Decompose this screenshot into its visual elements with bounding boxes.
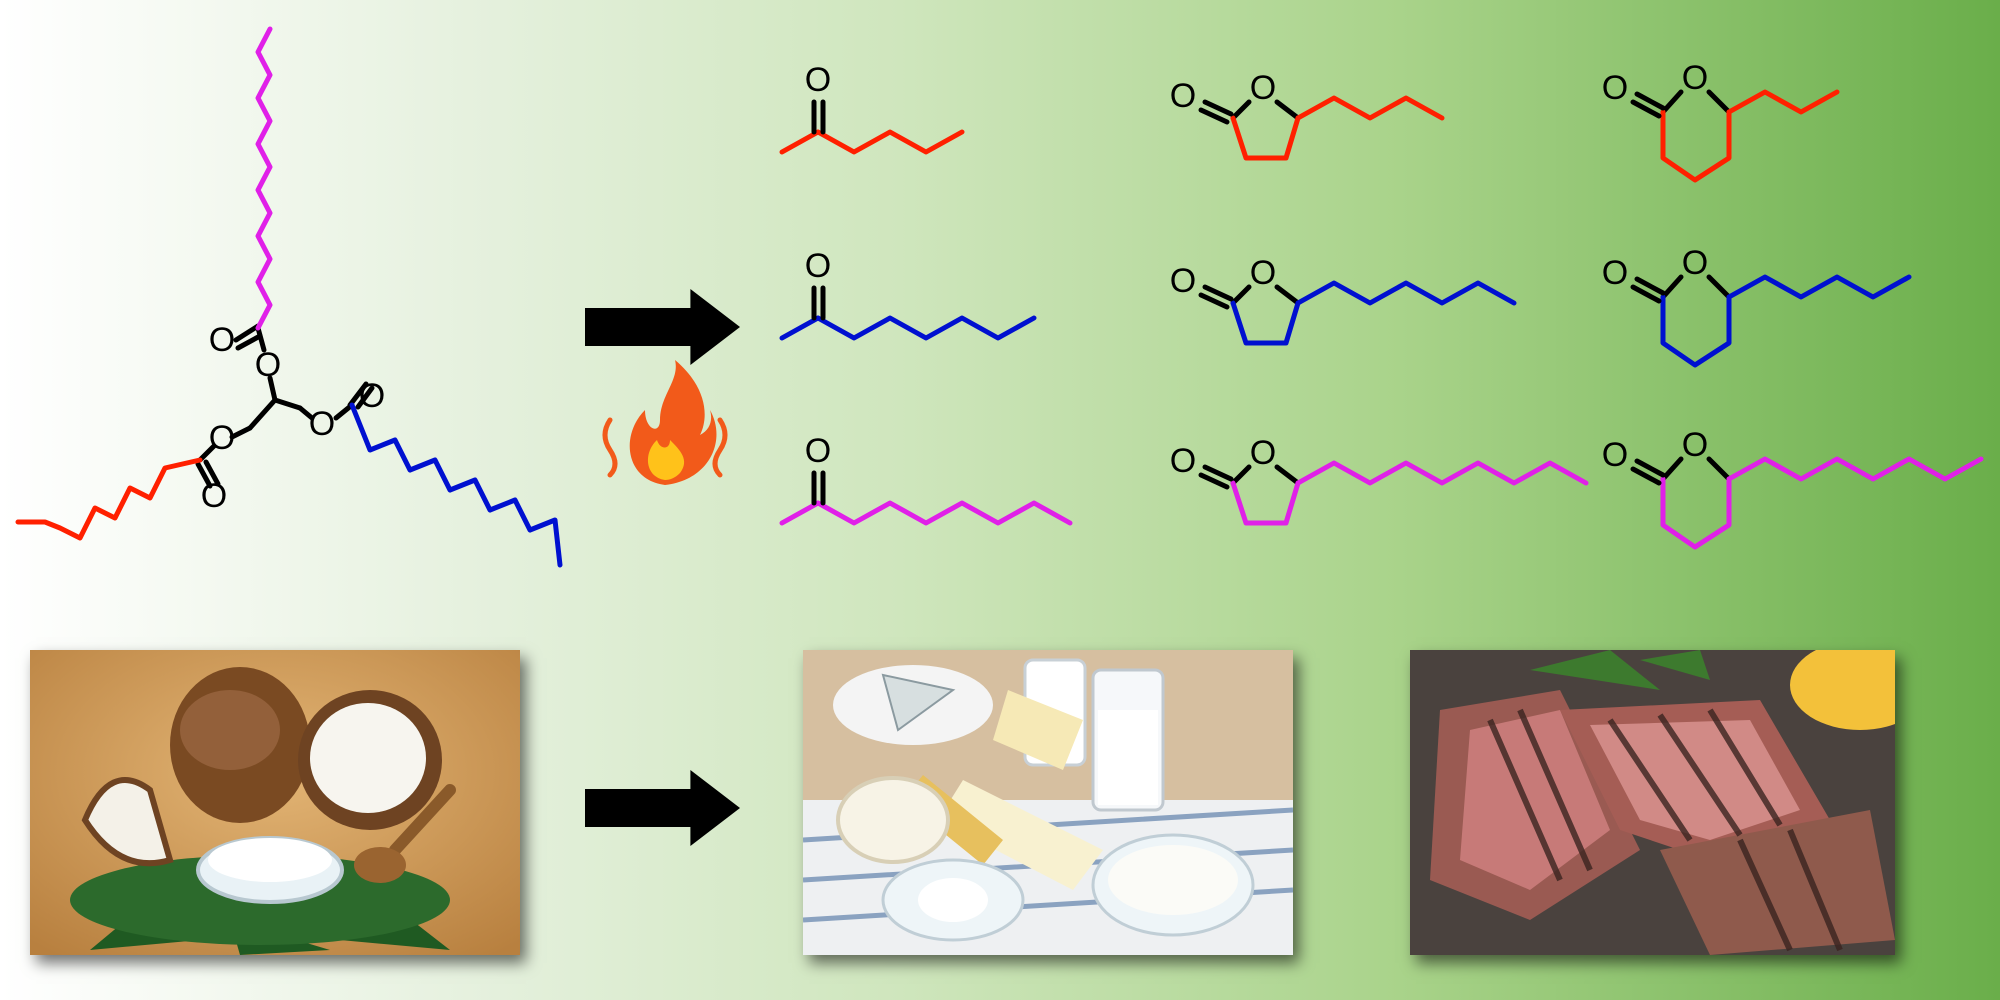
ester-right-carbonyl-bond [347,381,369,408]
delta-lactone-1-ring-o-bond [1660,89,1684,115]
ester-left-carbonyl-bond [195,461,213,489]
dairy-products-photo [803,650,1293,955]
ketone-1-methyl-bond [779,129,821,155]
ketone-3-alkyl-chain [815,500,1073,526]
fire-heat-waves [602,417,728,478]
gamma-lactone-2-carbonyl-bond-2 [1198,292,1230,310]
delta-lactone-1-carbonyl-bond-2 [1630,99,1662,119]
triglyceride-chain-a [15,457,203,541]
ketone-1-oxygen-label: O [805,61,831,99]
delta-lactone-1-ring-oxygen-label: O [1682,59,1708,97]
gamma-lactone-1-ring-o-bond-2 [1274,99,1301,121]
gamma-lactone-2-ring-o-bond [1230,284,1252,306]
delta-lactone-2-carbonyl-oxygen-label: O [1602,254,1628,292]
right-arrow-icon-2 [585,770,740,846]
ketone-2-methyl-bond [779,315,821,341]
delta-lactone-3-alkyl-chain [1726,456,1984,482]
delta-lactone-1-ring-carbons [1660,109,1732,183]
ester-oxygen-top-label: O [255,346,281,384]
glycerol-o-left-bond [229,425,253,440]
delta-lactone-2-ring-oxygen-label: O [1682,244,1708,282]
delta-lactone-3-carbonyl-oxygen-label: O [1602,436,1628,474]
delta-lactone-2-ring-carbons [1660,294,1732,368]
ketone-1-alkyl-chain [815,129,965,155]
gamma-lactone-2-ring-o-bond-2 [1274,284,1301,306]
gamma-lactone-3-alkyl-chain [1295,460,1589,486]
delta-lactone-3-ring-o-bond [1660,456,1684,482]
glycerol-o-top-bond [267,375,278,403]
ester-top-bond [255,325,267,353]
gamma-lactone-2-carbonyl-oxygen-label: O [1170,262,1196,300]
gamma-lactone-3-ring-carbons [1230,480,1301,526]
gamma-lactone-3-carbonyl-bond-2 [1198,472,1230,490]
glycerol-backbone [247,397,303,431]
grilled-steak-photo [1410,650,1895,955]
delta-lactone-2-carbonyl-bond [1634,276,1666,296]
delta-lactone-2-ring-o-bond-2 [1706,274,1732,300]
gamma-lactone-3-ring-o-bond [1230,464,1252,486]
coconut-photo [30,650,520,955]
delta-lactone-1-carbonyl-oxygen-label: O [1602,69,1628,107]
ester-top-carbonyl-bond-2 [235,333,263,351]
gamma-lactone-1-ring-carbons [1230,115,1301,161]
delta-lactone-3-ring-carbons [1660,476,1732,550]
delta-lactone-1-ring-o-bond-2 [1706,89,1732,115]
fire-icon [602,360,728,485]
ester-left-bond [197,443,217,463]
ketone-2-oxygen-label: O [805,247,831,285]
ester-oxygen-left-carbonyl-label: O [201,477,227,515]
delta-lactone-3-ring-o-bond-2 [1706,456,1732,482]
right-arrow-icon [585,289,740,365]
triglyceride-chain-b [349,402,563,568]
ester-oxygen-right-carbonyl-label: O [359,377,385,415]
ester-right-carbonyl-bond-2 [355,385,375,410]
ester-top-carbonyl-bond [233,323,261,343]
gamma-lactone-2-ring-carbons [1230,300,1301,346]
delta-lactone-1-carbonyl-bond [1634,91,1666,111]
gamma-lactone-3-carbonyl-oxygen-label: O [1170,442,1196,480]
ketone-3-methyl-bond [779,500,821,526]
delta-lactone-2-ring-o-bond [1660,274,1684,300]
gamma-lactone-3-ring-oxygen-label: O [1250,434,1276,472]
gamma-lactone-1-carbonyl-bond [1202,99,1234,117]
gamma-lactone-3-ring-o-bond-2 [1274,464,1301,486]
delta-lactone-2-alkyl-chain [1726,274,1912,300]
gamma-lactone-1-carbonyl-oxygen-label: O [1170,77,1196,115]
gamma-lactone-3-carbonyl-bond [1202,464,1234,482]
ester-oxygen-left-label: O [209,419,235,457]
gamma-lactone-1-alkyl-chain [1295,95,1445,121]
gamma-lactone-2-alkyl-chain [1295,280,1517,306]
gamma-lactone-1-ring-oxygen-label: O [1250,69,1276,107]
triglyceride-chain-c [255,26,273,331]
ester-oxygen-right-label: O [309,405,335,443]
ester-left-carbonyl-bond-2 [203,459,221,487]
fire-inner-flame [647,440,685,480]
delta-lactone-3-carbonyl-bond-2 [1630,466,1662,486]
ester-oxygen-top-carbonyl-label: O [209,321,235,359]
delta-lactone-2-carbonyl-bond-2 [1630,284,1662,304]
gamma-lactone-2-carbonyl-bond [1202,284,1234,302]
glycerol-o-right-bond [297,405,315,421]
gamma-lactone-2-ring-oxygen-label: O [1250,254,1276,292]
delta-lactone-1-alkyl-chain [1726,89,1840,115]
ketone-3-oxygen-label: O [805,432,831,470]
delta-lactone-3-carbonyl-bond [1634,458,1666,478]
gamma-lactone-1-carbonyl-bond-2 [1198,107,1230,125]
ketone-2-alkyl-chain [815,315,1037,341]
gamma-lactone-1-ring-o-bond [1230,99,1252,121]
delta-lactone-3-ring-oxygen-label: O [1682,426,1708,464]
